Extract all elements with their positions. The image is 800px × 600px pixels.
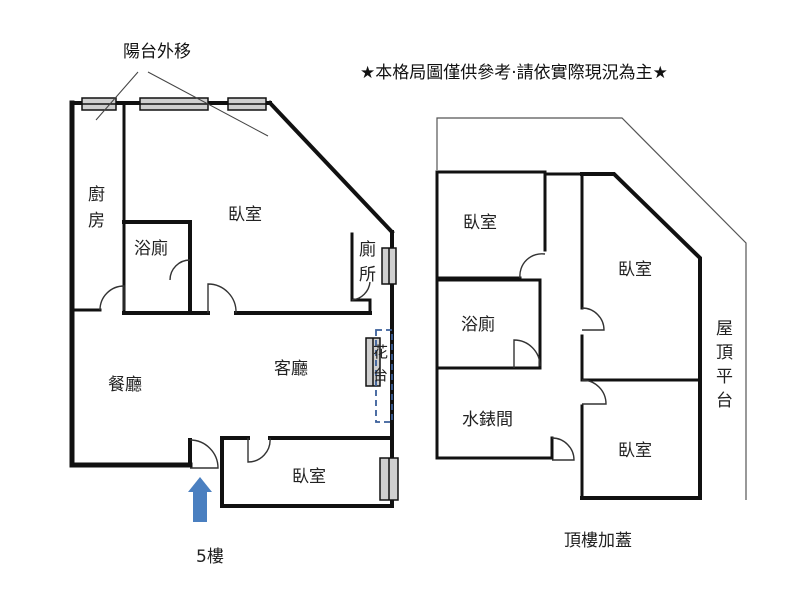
roof-outer-left: [435, 170, 554, 460]
label-living: 客廳: [274, 359, 308, 379]
roof-label-terrace-3: 平: [716, 367, 733, 387]
balcony-lines: [95, 71, 269, 137]
roof-door-bedroom-b: [581, 307, 605, 331]
disclaimer-notice: ★本格局圖僅供參考‧請依實際現況為主★: [360, 63, 668, 83]
roof-door-bedroom-c: [581, 379, 607, 405]
caption-floor5: 5樓: [196, 547, 224, 567]
caption-roof: 頂樓加蓋: [564, 531, 632, 551]
roof-label-terrace-1: 屋: [716, 319, 733, 339]
roof-door-bathroom: [513, 339, 541, 368]
bathroom-wall: [122, 220, 192, 315]
outer-wall-diagonal: [267, 100, 395, 235]
floor5-walls: [69, 100, 395, 508]
door-small-bedroom: [247, 437, 271, 463]
flower-bed-dashed: [375, 329, 393, 423]
roof-label-terrace-2: 頂: [716, 343, 733, 363]
roof-label-terrace-4: 台: [716, 391, 733, 411]
label-bedroom-small: 臥室: [292, 467, 326, 487]
roof-label-bedroom-b: 臥室: [618, 260, 652, 280]
roof-label-bedroom-c: 臥室: [618, 441, 652, 461]
toilet-wall: [350, 232, 372, 315]
balcony-note: 陽台外移: [123, 42, 191, 62]
roof-door-bedroom-a: [519, 253, 546, 279]
roof-label-bathroom: 浴廁: [461, 314, 495, 335]
door-kitchen: [99, 285, 125, 311]
entry-arrow: [188, 477, 212, 522]
outer-wall-left: [69, 100, 193, 468]
door-bathroom: [169, 259, 191, 281]
roof-label-meter-room: 水錶間: [462, 410, 513, 430]
roof-terrace-outline: [436, 117, 747, 500]
label-flower-bed-2: 台: [373, 366, 388, 384]
label-toilet-2: 所: [359, 265, 376, 285]
floor5-doors: [99, 259, 371, 469]
small-bedroom-wall: [220, 436, 250, 508]
label-kitchen-1: 廚: [88, 184, 105, 205]
door-entry: [189, 439, 219, 469]
label-kitchen-2: 房: [88, 211, 105, 231]
roof-walls: [435, 170, 702, 500]
roof-bedroom-b-bottom: [580, 334, 702, 382]
label-flower-bed-1: 花: [373, 343, 388, 361]
roof-door-meter: [551, 437, 575, 461]
roof-outer-right: [580, 172, 702, 500]
label-bathroom: 浴廁: [134, 238, 168, 259]
door-toilet: [351, 281, 371, 301]
label-toilet-1: 廁: [359, 239, 376, 260]
roof-doors: [513, 253, 607, 461]
door-bedroom: [207, 283, 237, 314]
label-bedroom-main: 臥室: [228, 205, 262, 225]
label-dining: 餐廳: [108, 375, 142, 395]
roof-bathroom-wall: [435, 278, 542, 370]
roof-label-bedroom-a: 臥室: [463, 213, 497, 233]
